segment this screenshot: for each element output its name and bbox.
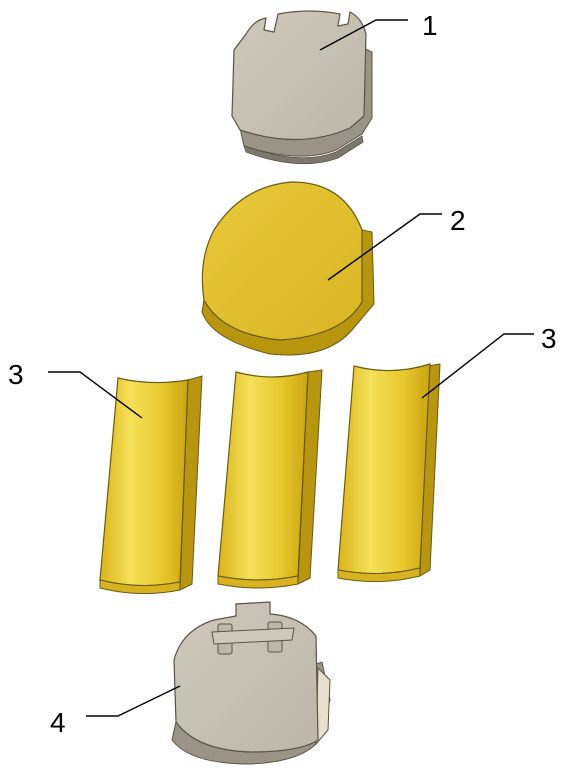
callout-1: 1 xyxy=(422,10,438,41)
callout-3-right: 3 xyxy=(541,323,557,354)
part-3-segment-right xyxy=(337,363,441,583)
part-1-face xyxy=(231,10,367,141)
part-1-bottom-edge xyxy=(243,135,364,165)
part-3-segment-middle xyxy=(217,369,323,589)
part-4-face xyxy=(173,601,319,753)
part-3-right-face xyxy=(337,363,431,575)
leader-line-3-right xyxy=(421,333,534,399)
callout-2: 2 xyxy=(450,205,466,236)
part-2-face xyxy=(201,181,363,341)
part-3-left-face xyxy=(99,377,189,587)
callout-4: 4 xyxy=(50,707,66,738)
part-3-middle-face xyxy=(217,371,309,581)
part-3-middle-foot xyxy=(217,575,299,589)
part-3-segment-left xyxy=(99,375,203,595)
leader-line-4 xyxy=(86,685,181,717)
leader-line-1 xyxy=(319,19,408,51)
callout-3-left: 3 xyxy=(8,359,24,390)
leader-line-3-left xyxy=(48,371,143,419)
callout-leaders xyxy=(48,19,534,717)
part-2-disc xyxy=(201,181,375,356)
part-3-right-foot xyxy=(337,567,421,583)
part-3-left-foot xyxy=(99,579,181,595)
part-4-base xyxy=(171,601,331,765)
leader-line-2 xyxy=(327,213,442,281)
part-4-top-plate xyxy=(211,627,295,645)
